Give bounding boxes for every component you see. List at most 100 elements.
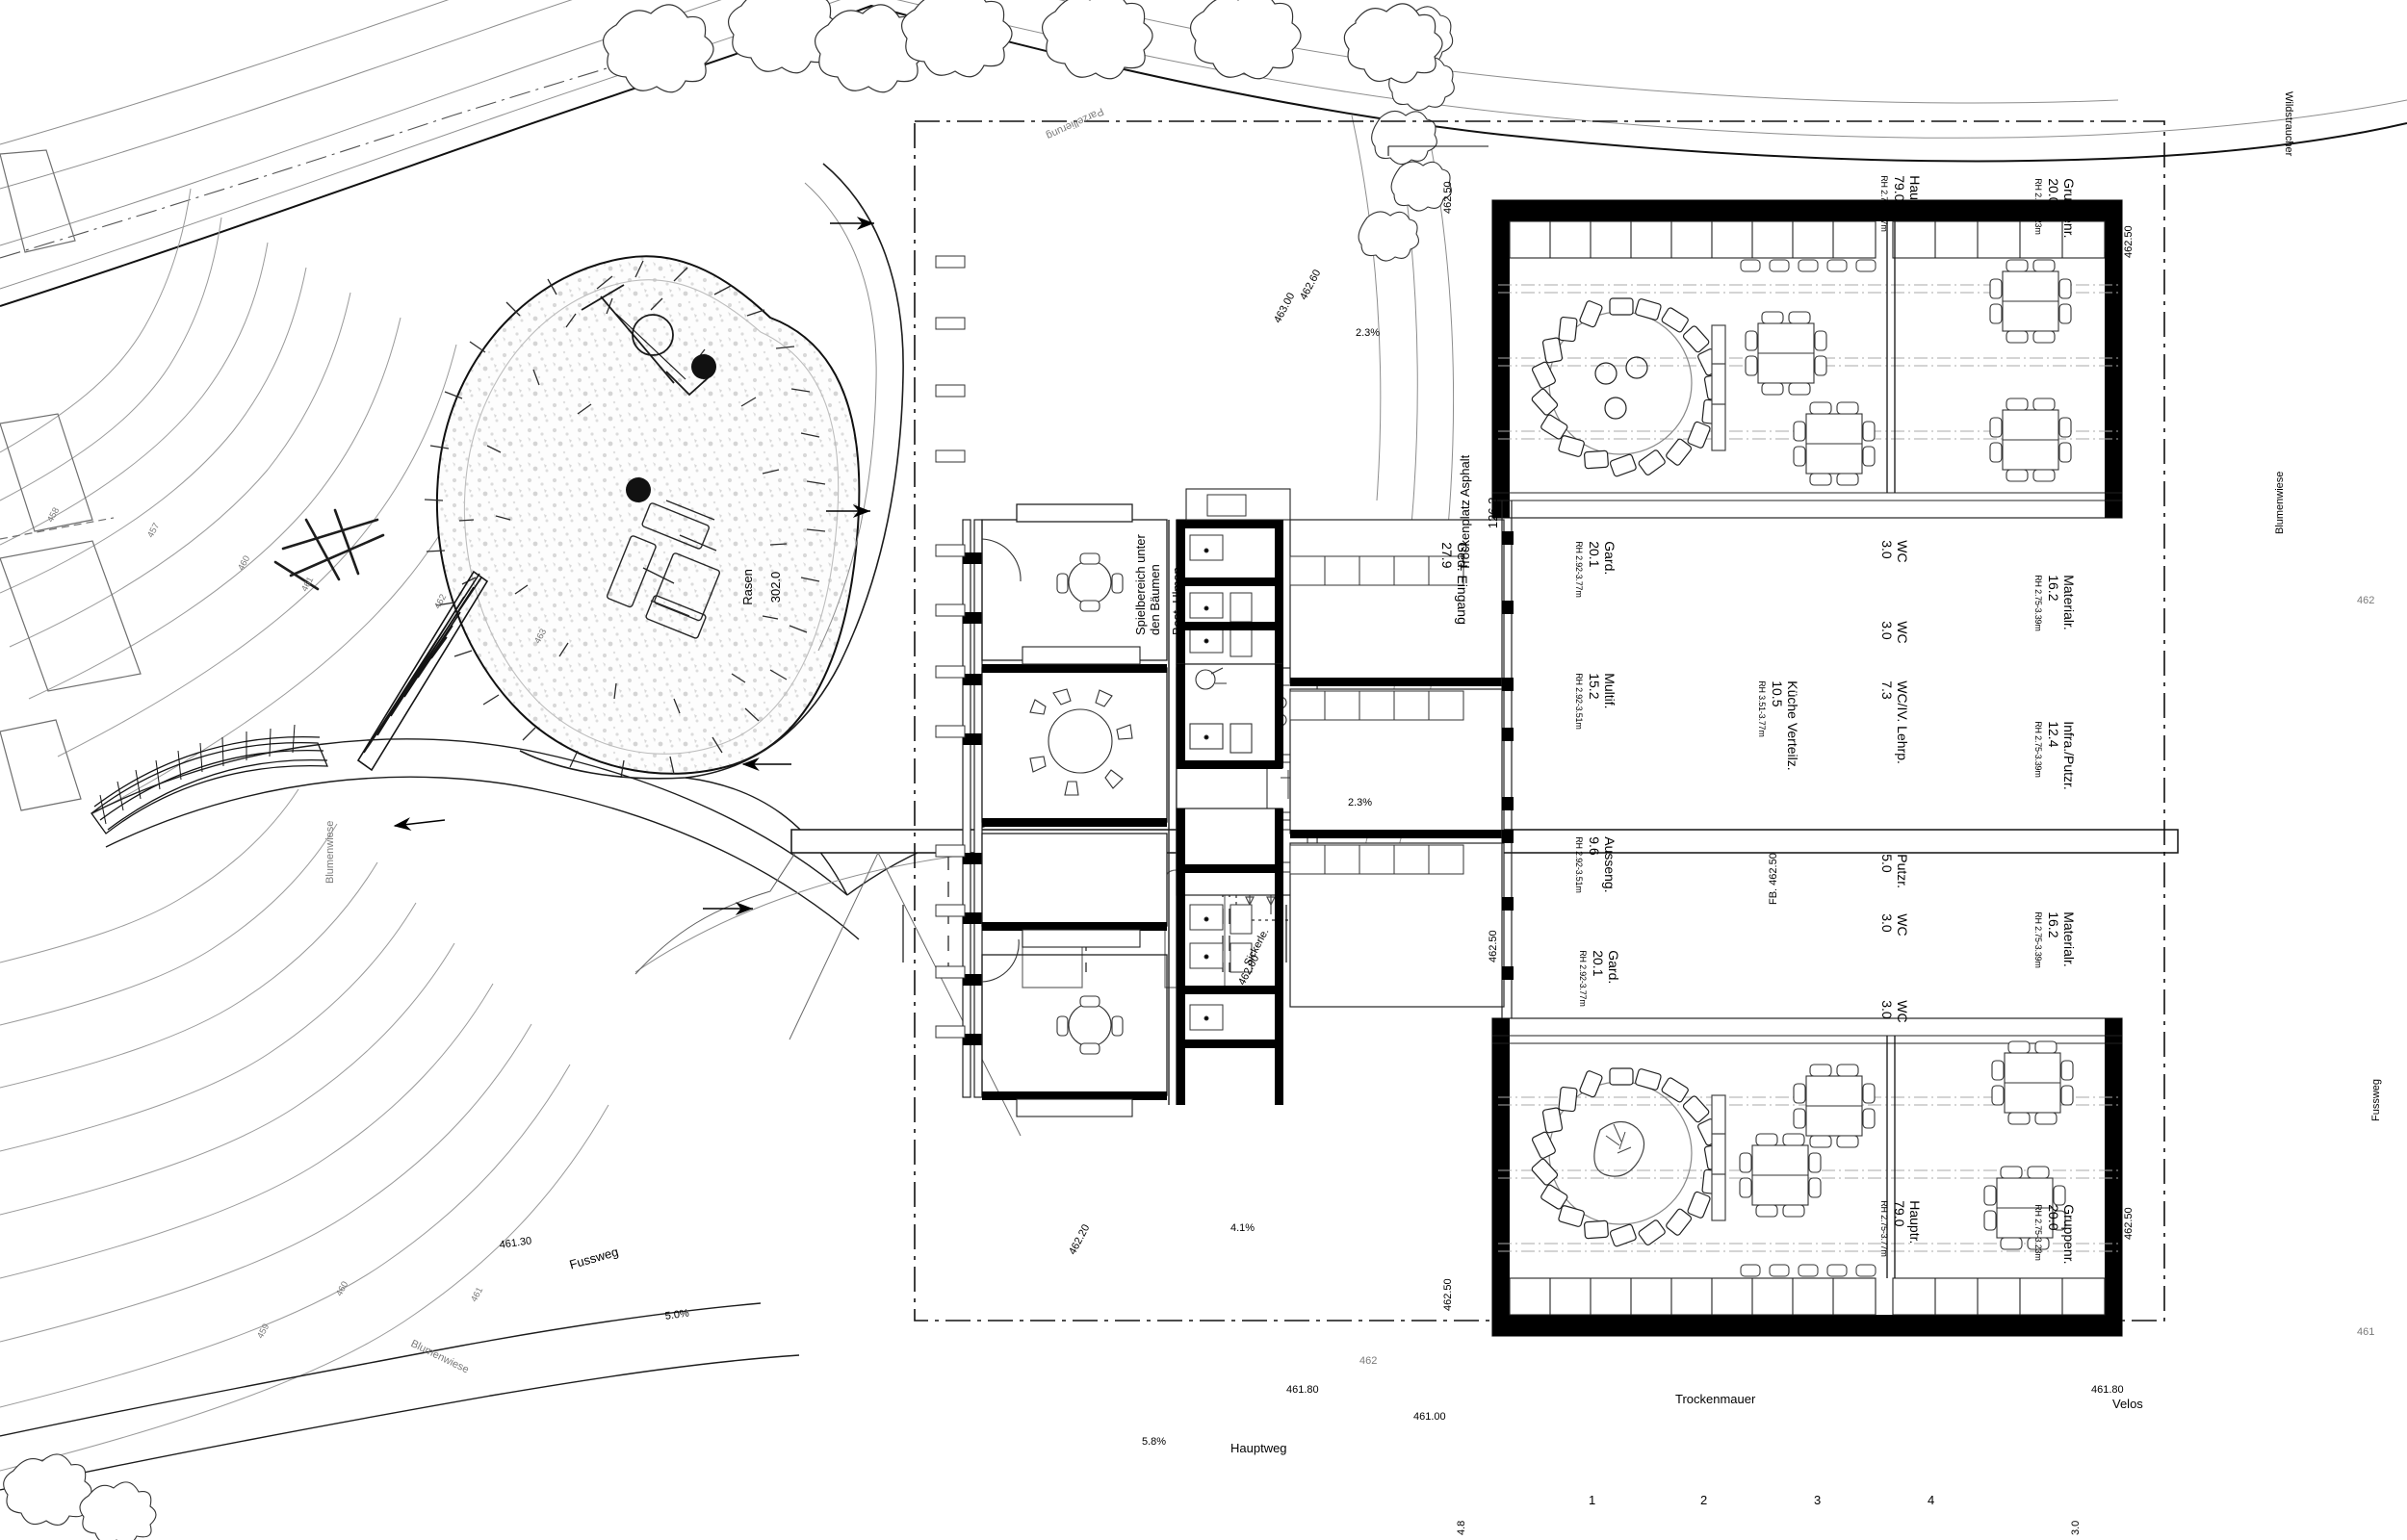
spot-height: 462.50 [2123, 1207, 2135, 1240]
room-label-infra-putzr: Infra./Putzr. 12.4 RH 2.75-3.39m [2032, 714, 2089, 790]
room-label-wc-3: WC 3.0 [1879, 907, 1923, 937]
room-name: Ausseng. [1601, 836, 1618, 893]
room-name: Infra./Putzr. [2060, 721, 2077, 790]
room-area: 20.1 [1587, 541, 1603, 568]
room-label-materialr-bottom: Materialr. 16.2 RH 2.75-3.39m [2032, 905, 2089, 968]
label-velos: Velos [2112, 1397, 2143, 1411]
room-area: 12.4 [2046, 721, 2062, 748]
slope-label: 2.3% [1356, 327, 1381, 339]
spot-height: 462.50 [1442, 1278, 1454, 1311]
rasenplatz-name: Rasen [739, 569, 755, 605]
room-height: RH 3.51-3.77m [1756, 680, 1767, 737]
room-name: Gruppenr. [2060, 178, 2077, 239]
label-blumenwiese-left: Blumenwiese [324, 820, 336, 884]
label-spielbereich: Spielbereich unter den Bäumen [1133, 534, 1162, 635]
room-area: 3.0 [1879, 1000, 1896, 1019]
room-area: 15.2 [1587, 673, 1603, 700]
room-height: RH 2.75-3.77m [1878, 175, 1889, 232]
parking-stall-number: 2 [1700, 1493, 1708, 1507]
room-area: 7.3 [1879, 680, 1896, 700]
label-fussweg-right: Fussweg [2370, 1078, 2382, 1121]
room-area: 5.0 [1879, 854, 1896, 873]
room-label-wc-1: WC 3.0 [1879, 533, 1923, 563]
room-height: RH 2.75-3.39m [2032, 721, 2043, 778]
spot-height: 462.50 [1442, 181, 1454, 214]
room-area: 3.0 [1879, 913, 1896, 933]
room-name: Gard. [1601, 541, 1618, 576]
spot-height: 462.50 [2123, 225, 2135, 258]
room-area: 9.6 [1587, 836, 1603, 856]
room-name: WC [1894, 913, 1910, 937]
room-label-materialr-top: Materialr. 16.2 RH 2.75-3.39m [2032, 568, 2089, 631]
contour-label: 461 [2357, 1326, 2375, 1338]
room-label-multif: Multif. 15.2 RH 2.92-3.51m [1573, 666, 1630, 730]
contour-label: 462 [2357, 595, 2375, 606]
rasenplatz-area: 302.0 [767, 571, 783, 603]
room-label-wc-2: WC 3.0 [1879, 614, 1923, 644]
room-name: Materialr. [2060, 575, 2077, 630]
room-label-hauptr-bottom: Hauptr. 79.0 RH 2.75-3.77m [1878, 1194, 1935, 1257]
label-hauptweg: Hauptweg [1230, 1441, 1287, 1455]
room-height: RH 2.92-3.51m [1573, 673, 1584, 730]
room-area: 10.5 [1770, 680, 1786, 707]
slope-label: 4.1% [1230, 1222, 1255, 1234]
parking-stall-number: 1 [1589, 1493, 1596, 1507]
room-label-hauptr-top: Hauptr. 79.0 RH 2.75-3.77m [1878, 168, 1935, 232]
room-area: 20.1 [1591, 950, 1607, 977]
room-area: 79.0 [1892, 1200, 1908, 1227]
room-label-wc-4: WC 3.0 [1879, 993, 1923, 1023]
spot-height-fb: FB. 462.50 [1768, 853, 1779, 905]
room-label-kueche: Küche Verteilz. 10.5 RH 3.51-3.77m [1756, 674, 1813, 771]
room-name: WC [1894, 1000, 1910, 1023]
label-best-ulmen: Best. Ulmen [1170, 567, 1184, 635]
room-label-gruppenr-bottom: Gruppenr. 20.0 RH 2.75-3.23m [2032, 1197, 2089, 1265]
room-area: 3.0 [1879, 540, 1896, 559]
room-name: WC/IV. Lehrp. [1894, 680, 1910, 764]
room-area: 16.2 [2046, 575, 2062, 602]
room-height: RH 2.75-3.77m [1878, 1200, 1889, 1257]
room-name: Ged. Eingang [1454, 542, 1470, 625]
label-blumenwiese-right: Blumenwiese [2274, 471, 2286, 534]
room-area: 27.9 [1439, 542, 1456, 569]
room-name: Gruppenr. [2060, 1204, 2077, 1265]
room-name: WC [1894, 621, 1910, 644]
room-label-gard-top: Gard. 20.1 RH 2.92-3.77m [1573, 534, 1630, 597]
room-name: WC [1894, 540, 1910, 563]
room-name: Putzr. [1894, 854, 1910, 889]
room-name: Küche Verteilz. [1784, 680, 1800, 771]
room-height: RH 2.75-3.23m [2032, 1204, 2043, 1261]
room-area: 20.0 [2046, 178, 2062, 205]
room-height: RH 2.75-3.23m [2032, 178, 2043, 235]
spot-height: 462.50 [1488, 930, 1499, 962]
room-label-putzr: Putzr. 5.0 [1879, 847, 1923, 888]
dimension-label: 3.0 [2070, 1520, 2082, 1535]
room-name: Gard. [1605, 950, 1621, 985]
slope-label: 2.3% [1348, 797, 1373, 808]
room-label-wc-iv: WC/IV. Lehrp. 7.3 [1879, 674, 1923, 764]
contour-label: 462 [1359, 1355, 1378, 1367]
room-name: Hauptr. [1906, 175, 1923, 219]
room-label-ausseng: Ausseng. 9.6 RH 2.92-3.51m [1573, 830, 1630, 893]
room-area: 3.0 [1879, 621, 1896, 640]
room-label-ged-eingang: Ged. Eingang 27.9 [1439, 535, 1483, 625]
room-height: RH 2.75-3.39m [2032, 575, 2043, 631]
spot-height: 461.00 [1413, 1411, 1446, 1423]
label-rasenplatz: Rasen 302.0 [727, 569, 783, 612]
room-area: 79.0 [1892, 175, 1908, 202]
room-name: Multif. [1601, 673, 1618, 709]
room-name: Materialr. [2060, 911, 2077, 967]
room-label-gard-bottom: Gard. 20.1 RH 2.92-3.77m [1577, 943, 1634, 1006]
label-wildstraucher: Wildstraucher [2283, 91, 2294, 157]
label-trockenmauer: Trockenmauer [1675, 1392, 1756, 1406]
room-area: 20.0 [2046, 1204, 2062, 1231]
spot-height: 461.80 [1286, 1384, 1319, 1396]
room-area: 16.2 [2046, 911, 2062, 938]
slope-label: 5.8% [1142, 1436, 1167, 1448]
spot-height: 461.80 [2091, 1384, 2124, 1396]
room-name: Hauptr. [1906, 1200, 1923, 1245]
parking-stall-number: 3 [1814, 1493, 1822, 1507]
room-height: RH 2.75-3.39m [2032, 911, 2043, 968]
parking-stall-number: 4 [1928, 1493, 1935, 1507]
